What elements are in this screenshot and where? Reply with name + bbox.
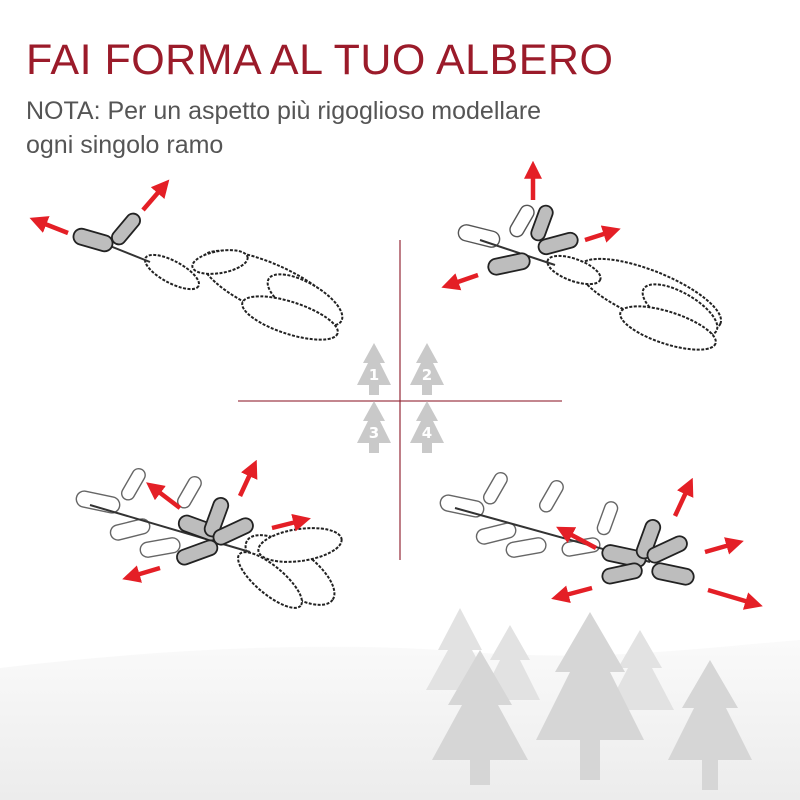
arrow-icon — [122, 565, 161, 583]
note-line-2: ogni singolo ramo — [26, 131, 224, 159]
arrow-icon — [146, 482, 182, 510]
arrow-icon — [271, 513, 311, 532]
branch-illustration-4 — [439, 471, 763, 610]
arrow-icon — [441, 272, 479, 291]
step-number: 1 — [369, 366, 379, 384]
page-title: FAI FORMA AL TUO ALBERO — [26, 36, 614, 84]
branch-illustration-3 — [75, 459, 343, 609]
arrow-icon — [584, 225, 621, 243]
arrow-icon — [29, 216, 69, 236]
arrow-icon — [672, 477, 694, 517]
tree-icon — [410, 343, 444, 395]
arrow-icon — [556, 526, 598, 550]
arrow-icon — [707, 587, 763, 610]
tree-icon — [357, 401, 391, 453]
step-number: 3 — [369, 424, 379, 442]
step-icon-4: 4 — [410, 401, 444, 453]
step-icon-3: 3 — [357, 401, 391, 453]
branch-illustration-2 — [441, 160, 723, 351]
step-icon-1: 1 — [357, 343, 391, 395]
note-text: NOTA: Per un aspetto più rigoglioso mode… — [26, 94, 646, 162]
tree-icon — [357, 343, 391, 395]
note-line-1: NOTA: Per un aspetto più rigoglioso mode… — [26, 97, 542, 125]
arrow-icon — [551, 585, 593, 603]
branch-illustration-1 — [29, 179, 344, 341]
quadrant-divider — [238, 240, 562, 560]
arrow-icon — [704, 537, 744, 555]
step-icon-2: 2 — [410, 343, 444, 395]
step-number: 4 — [422, 424, 432, 442]
tree-icon — [410, 401, 444, 453]
arrow-icon — [237, 459, 258, 497]
arrow-icon — [141, 179, 170, 212]
step-number: 2 — [422, 366, 432, 384]
forest-background — [0, 608, 800, 800]
